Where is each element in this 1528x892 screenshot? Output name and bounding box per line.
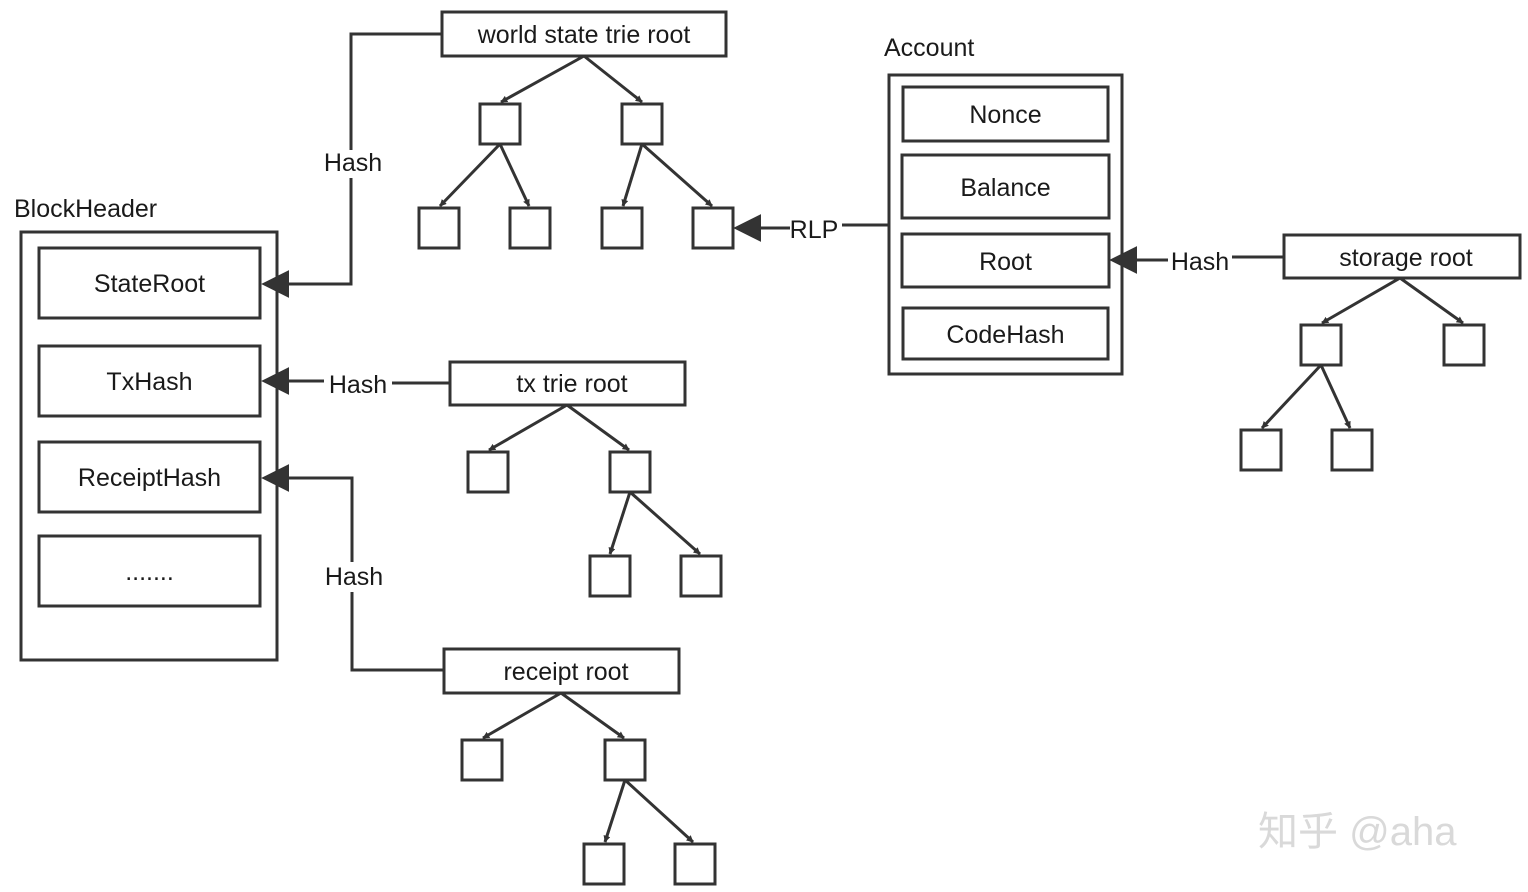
trie-edge <box>603 779 627 843</box>
trie-node <box>1239 428 1283 472</box>
account: Account Nonce Balance Root CodeHash <box>884 34 1124 376</box>
tx-trie: tx trie root <box>448 360 723 598</box>
trie-edge <box>438 142 502 208</box>
trie-edge <box>621 143 644 207</box>
field-receipthash: ReceiptHash <box>37 440 262 514</box>
storage-root-box <box>1282 233 1522 280</box>
edge-rlp: RLP <box>733 214 889 244</box>
edge-receipt-hash-label: Hash <box>325 563 383 591</box>
trie-edge <box>488 403 568 452</box>
trie-node <box>417 206 461 250</box>
field-balance-label: Balance <box>960 174 1050 202</box>
trie-node <box>508 206 552 250</box>
field-ellipsis: ....... <box>37 534 262 608</box>
field-codehash: CodeHash <box>901 306 1110 361</box>
trie-node <box>478 102 522 146</box>
field-txhash: TxHash <box>37 344 262 418</box>
trie-node <box>1442 323 1486 367</box>
field-stateroot-label: StateRoot <box>94 270 205 298</box>
trie-edge <box>560 691 625 740</box>
field-root: Root <box>900 232 1111 289</box>
trie-edge <box>623 778 695 844</box>
trie-node <box>679 554 723 598</box>
trie-edge <box>500 54 585 104</box>
edge-tx-hash: Hash <box>261 367 450 399</box>
edge-storage-hash: Hash <box>1109 246 1284 276</box>
trie-node <box>582 842 626 886</box>
field-balance: Balance <box>900 153 1111 220</box>
trie-edge <box>629 490 701 556</box>
trie-node <box>466 450 510 494</box>
trie-edge <box>1319 364 1352 429</box>
trie-edge <box>608 491 632 555</box>
edge-world-hash: Hash <box>261 32 442 298</box>
edge-receipt-hash: Hash <box>261 464 444 672</box>
tx-trie-root-label: tx trie root <box>516 370 627 398</box>
edge-world-hash-label: Hash <box>324 149 382 177</box>
account-title: Account <box>884 34 974 62</box>
field-nonce-label: Nonce <box>969 101 1041 129</box>
trie-edge <box>482 691 562 740</box>
trie-node <box>588 554 632 598</box>
trie-node <box>673 842 717 886</box>
field-receipthash-label: ReceiptHash <box>78 464 221 492</box>
field-txhash-label: TxHash <box>106 368 192 396</box>
trie-edge <box>1321 276 1401 325</box>
field-ellipsis-label: ....... <box>125 558 174 586</box>
blockheader: BlockHeader StateRoot TxHash ReceiptHash… <box>14 195 279 662</box>
field-stateroot: StateRoot <box>37 246 262 320</box>
field-root-label: Root <box>979 248 1032 276</box>
trie-node <box>691 206 735 250</box>
trie-node <box>1330 428 1374 472</box>
trie-edge <box>1260 363 1323 430</box>
field-codehash-label: CodeHash <box>946 321 1064 349</box>
trie-node <box>1299 323 1343 367</box>
storage-trie: storage root <box>1239 233 1522 472</box>
trie-node <box>603 738 647 782</box>
trie-node <box>620 102 664 146</box>
trie-edge <box>1399 276 1464 325</box>
trie-edge <box>583 54 643 104</box>
world-state-root-label: world state trie root <box>477 21 691 49</box>
edge-storage-hash-label: Hash <box>1171 248 1229 276</box>
edge-tx-hash-label: Hash <box>329 371 387 399</box>
receipt-trie: receipt root <box>442 647 717 886</box>
watermark: 知乎 @aha <box>1258 810 1457 854</box>
storage-root-label: storage root <box>1339 244 1472 272</box>
trie-node <box>460 738 504 782</box>
receipt-root-label: receipt root <box>503 658 628 686</box>
field-nonce: Nonce <box>901 85 1110 143</box>
world-state-trie: world state trie root <box>417 10 735 250</box>
trie-edge <box>566 403 630 452</box>
trie-node <box>600 206 644 250</box>
trie-edge <box>498 143 531 207</box>
trie-node <box>608 450 652 494</box>
blockheader-title: BlockHeader <box>14 195 157 223</box>
edge-rlp-label: RLP <box>790 216 839 244</box>
trie-edge <box>641 142 713 208</box>
